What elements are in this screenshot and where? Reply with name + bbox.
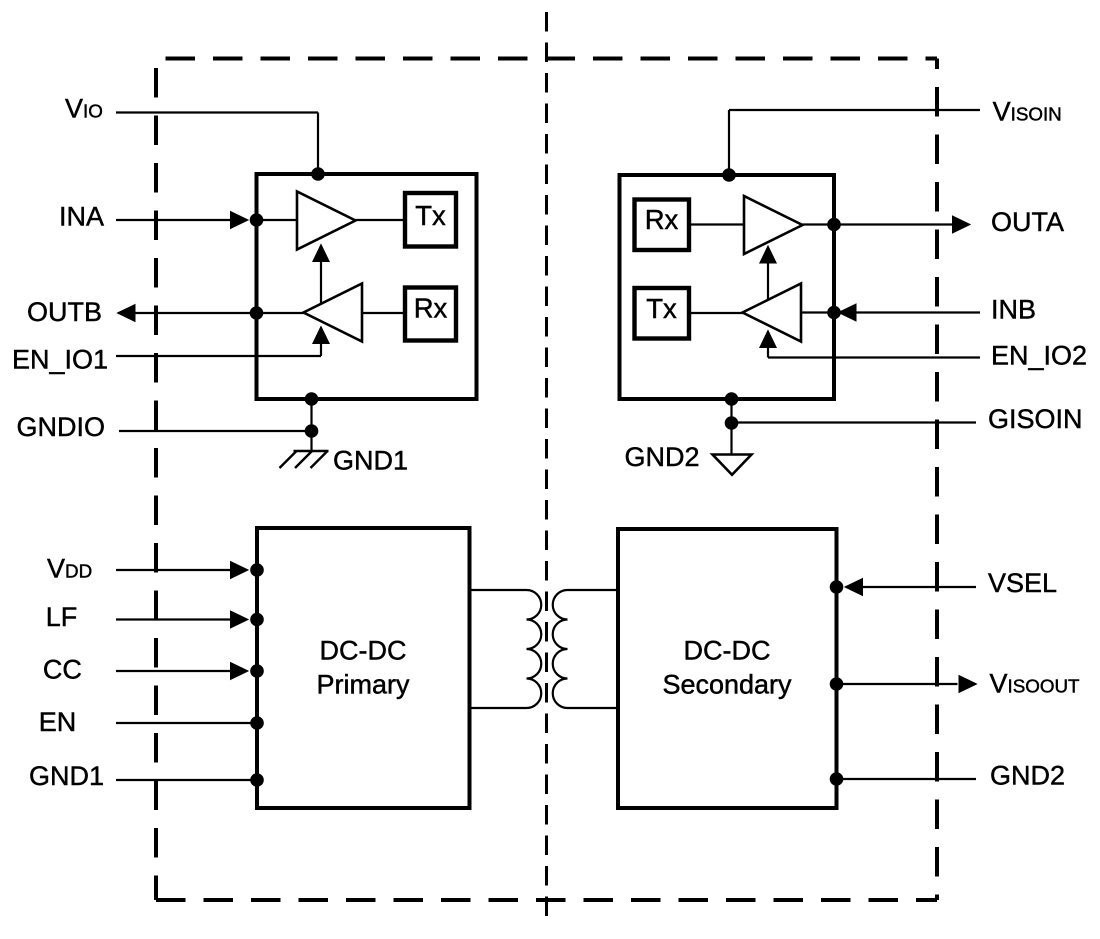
svg-text:CC: CC: [43, 654, 82, 684]
svg-text:Rx: Rx: [414, 293, 448, 324]
svg-text:GND1: GND1: [29, 761, 104, 791]
svg-text:INA: INA: [59, 202, 104, 232]
svg-text:OUTB: OUTB: [27, 297, 102, 327]
svg-text:EN_IO2: EN_IO2: [991, 341, 1087, 371]
svg-text:VISOOUT: VISOOUT: [990, 668, 1081, 698]
svg-text:DC-DC: DC-DC: [684, 636, 771, 666]
svg-text:GNDIO: GNDIO: [17, 412, 106, 442]
svg-text:EN: EN: [39, 707, 77, 737]
svg-text:DC-DC: DC-DC: [320, 636, 407, 666]
svg-text:Tx: Tx: [646, 293, 677, 324]
svg-text:Secondary: Secondary: [662, 670, 792, 700]
svg-text:GND2: GND2: [624, 442, 699, 472]
svg-text:INB: INB: [991, 295, 1036, 325]
svg-text:EN_IO1: EN_IO1: [12, 345, 108, 375]
svg-text:GND1: GND1: [333, 446, 408, 476]
svg-text:Primary: Primary: [317, 670, 410, 700]
svg-text:OUTA: OUTA: [991, 207, 1064, 237]
svg-text:Tx: Tx: [415, 200, 446, 231]
svg-text:GND2: GND2: [990, 761, 1065, 791]
svg-text:VSEL: VSEL: [988, 568, 1057, 598]
svg-text:Rx: Rx: [645, 204, 679, 235]
svg-text:GISOIN: GISOIN: [988, 404, 1083, 434]
svg-text:LF: LF: [46, 602, 78, 632]
